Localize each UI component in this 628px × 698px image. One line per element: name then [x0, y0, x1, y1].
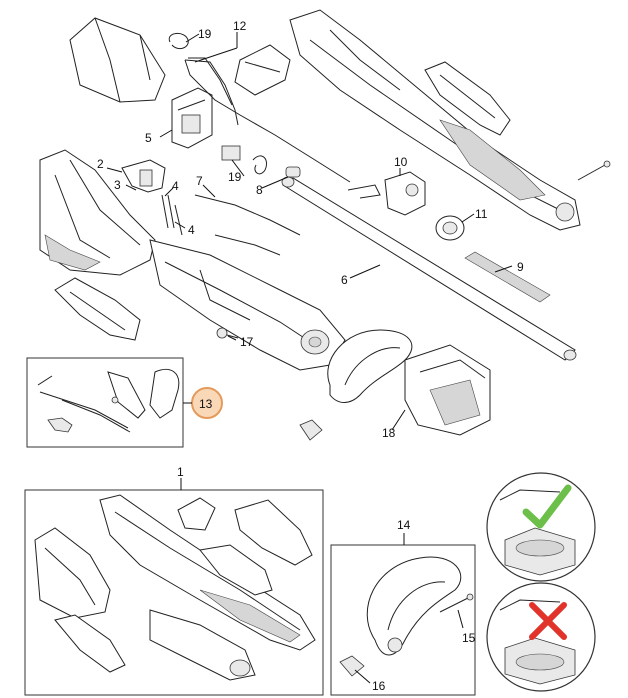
callout-15: 15: [462, 631, 476, 645]
callout-19-top: 19: [198, 27, 212, 41]
part-14-loop-handle: [339, 556, 474, 677]
callout-5: 5: [145, 131, 152, 145]
part-8-cap: [285, 166, 301, 178]
leader-lines: [106, 32, 513, 684]
callout-1: 1: [177, 465, 184, 479]
callout-19-middle: 19: [228, 170, 242, 184]
part-4-strips: [161, 194, 183, 236]
part-2-bracket: [121, 159, 166, 193]
part-9-sleeve: [464, 251, 551, 303]
callout-6: 6: [341, 273, 348, 287]
housing-half-left: [39, 149, 156, 276]
part-19-clamp-top: [168, 33, 189, 50]
screw-top-right: [577, 160, 611, 181]
grip-left-upper: [54, 277, 141, 341]
correct-install-detail: [486, 472, 596, 582]
part-1-frame: [24, 489, 324, 696]
callout-8: 8: [256, 183, 263, 197]
callout-2: 2: [97, 157, 104, 171]
callout-3: 3: [114, 178, 121, 192]
main-housing: [149, 239, 346, 371]
part-1-assembly: [34, 494, 316, 681]
part-6-tube: [281, 176, 577, 361]
part-11-ring: [435, 215, 465, 241]
check-mark-icon: [522, 484, 572, 529]
part-7-rod: [194, 194, 301, 256]
callout-16: 16: [372, 679, 386, 693]
callout-17: 17: [240, 335, 254, 349]
loop-handle-upper: [299, 329, 413, 441]
callout-10: 10: [394, 155, 408, 169]
part-19-connector: [221, 145, 267, 175]
callout-4-upper: 4: [172, 179, 179, 193]
callout-7: 7: [196, 174, 203, 188]
callout-14: 14: [397, 518, 411, 532]
part-17-screw: [216, 327, 239, 339]
callout-11: 11: [475, 207, 488, 221]
incorrect-install-detail: [486, 582, 596, 692]
part-13-kit: [37, 368, 180, 433]
grip-right-upper: [424, 61, 511, 136]
part-10-throttle: [347, 171, 426, 216]
guard-plate-top: [234, 44, 291, 96]
callout-12: 12: [233, 19, 247, 33]
part-14-frame: [330, 544, 476, 696]
callout-13: 13: [199, 397, 213, 411]
cross-mark-icon: [529, 602, 567, 640]
housing-half-right: [289, 9, 581, 231]
callout-18: 18: [382, 426, 396, 440]
part-5-module: [171, 87, 213, 149]
callout-9: 9: [517, 260, 524, 274]
callout-4-lower: 4: [188, 223, 195, 237]
part-18-guard: [404, 344, 491, 436]
part-12-cable: [184, 57, 351, 183]
handle-shell-upper: [69, 17, 166, 103]
